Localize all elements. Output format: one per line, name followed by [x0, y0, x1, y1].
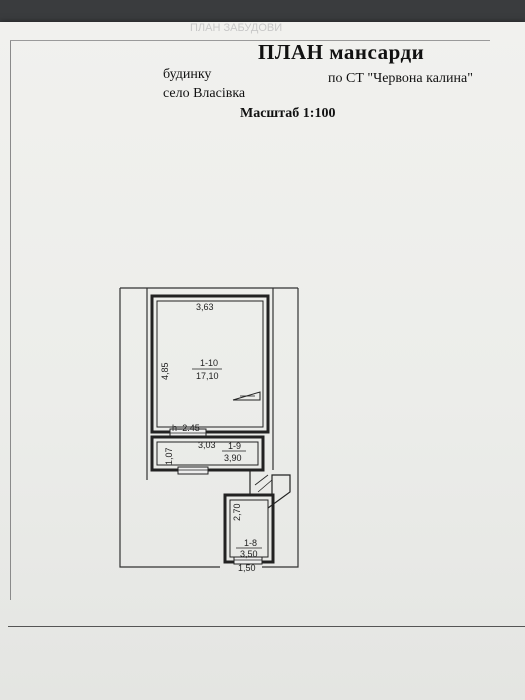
room-1-8-number: 1-8	[244, 538, 257, 548]
room-1-10-width: 3,63	[196, 302, 214, 312]
room-1-10-number: 1-10	[200, 358, 218, 368]
room-1-10-walls	[150, 294, 270, 434]
room-1-8-area: 3,50	[240, 549, 258, 559]
window-1-8	[233, 556, 263, 565]
outline-left-roof	[119, 288, 220, 568]
room-1-10-inner	[156, 300, 264, 428]
room-1-9-inner	[156, 441, 259, 466]
window-1-9	[177, 466, 209, 475]
bottom-frame	[8, 626, 525, 679]
frame-line-left	[10, 40, 11, 600]
frame-line-top	[10, 40, 490, 41]
room-1-9-width: 3,03	[198, 440, 216, 450]
ghost-text: ПЛАН ЗАБУДОВИ	[190, 22, 283, 34]
room-1-8-length: 2,70	[232, 503, 242, 521]
room-1-9-area: 3,90	[224, 453, 242, 463]
staircase	[249, 470, 291, 509]
room-1-10-area: 17,10	[196, 371, 219, 381]
header-scale: Масштаб 1:100	[240, 106, 336, 121]
room-1-8-width: 1,50	[238, 563, 256, 573]
room-1-9-length: 1,07	[164, 447, 174, 465]
room-1-10-length: 4,85	[160, 362, 170, 380]
outline-right-roof	[262, 288, 299, 568]
header-line-village: село Власівка	[163, 86, 246, 101]
ceiling-height: h=2.45	[172, 423, 200, 433]
header-line-coop: по СТ "Червона калина"	[328, 71, 473, 86]
stair-step-2	[257, 479, 273, 493]
page-title: ПЛАН мансарди	[258, 40, 425, 64]
room-1-9-number: 1-9	[228, 441, 241, 451]
stair-step-1	[254, 474, 269, 486]
header-line-building: будинку	[163, 67, 212, 82]
